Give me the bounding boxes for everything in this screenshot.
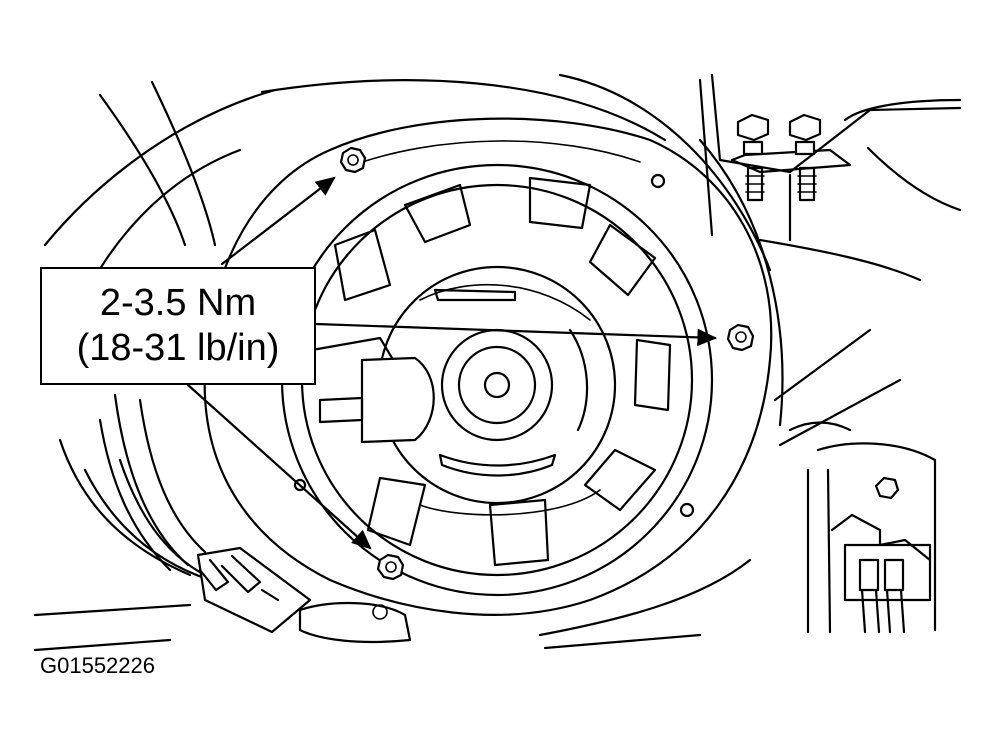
torque-callout: 2-3.5 Nm (18-31 lb/in) <box>40 267 316 385</box>
mounting-screw-bottom <box>376 553 405 581</box>
motor-connector <box>310 336 435 444</box>
torque-metric: 2-3.5 Nm <box>99 282 257 324</box>
vent-windows <box>333 176 672 567</box>
motor-housing <box>280 163 714 597</box>
wiring-harness <box>98 393 412 644</box>
blower-housing <box>33 73 902 652</box>
figure-id-label: G01552226 <box>40 653 155 678</box>
leader-arrows <box>186 176 718 550</box>
bracket-bolt-right <box>788 113 822 202</box>
locator-holes <box>293 173 695 518</box>
bracket-bolt-left <box>736 113 770 202</box>
mounting-screw-top <box>339 146 367 174</box>
torque-imperial: (18-31 lb/in) <box>76 327 280 369</box>
mounting-screw-right <box>726 323 755 352</box>
mounting-bracket <box>698 73 962 282</box>
resistor-module <box>788 421 937 634</box>
